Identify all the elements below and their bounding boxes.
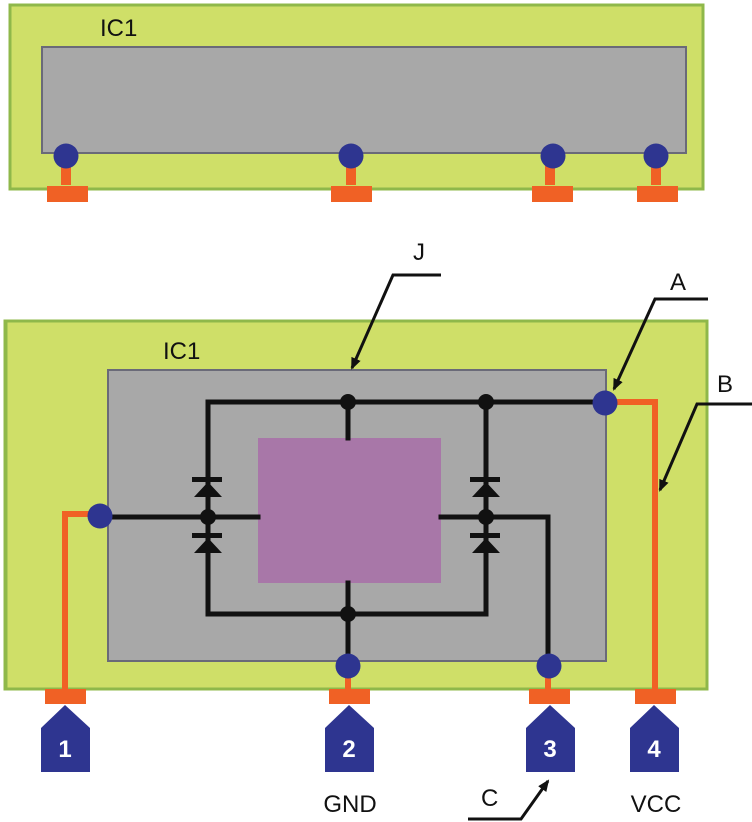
top-pin-4: [637, 143, 678, 202]
top-lead-3: [532, 186, 573, 202]
bond-pad-1: [87, 503, 113, 529]
lead-2: [329, 689, 370, 704]
diode-right-lower: [470, 533, 500, 553]
pin-tag-2[interactable]: 2: [325, 705, 374, 772]
top-pin-1: [47, 143, 88, 202]
top-bond-pad-4: [643, 143, 669, 169]
bond-pads: [87, 390, 618, 679]
top-package-label: IC1: [100, 15, 137, 42]
pin-number-2: 2: [342, 736, 355, 763]
bottom-package-label: IC1: [163, 338, 200, 365]
junction-left-mid: [200, 509, 216, 525]
pin-number-4: 4: [647, 736, 661, 763]
top-lead-4: [637, 186, 678, 202]
top-pin-2: [331, 143, 372, 202]
bond-pad-2: [335, 653, 361, 679]
lead-1: [45, 689, 86, 704]
callout-j: J: [350, 239, 441, 370]
bond-pad-a: [592, 390, 618, 416]
top-die-area: [41, 46, 687, 154]
pin-number-3: 3: [543, 736, 556, 763]
pin-2-name: GND: [323, 791, 376, 818]
pin-number-1: 1: [58, 736, 71, 763]
top-pin-3: [532, 143, 573, 202]
junction-bottom-center: [340, 606, 356, 622]
diode-left-upper: [192, 477, 222, 497]
top-bond-pad-2: [338, 143, 364, 169]
lead-4: [635, 689, 676, 704]
callout-a-label: A: [670, 269, 686, 296]
top-bond-pad-1: [53, 143, 79, 169]
pin-tag-1[interactable]: 1: [41, 705, 90, 772]
callout-b-label: B: [717, 371, 733, 398]
pin-tag-4[interactable]: 4: [630, 705, 679, 772]
pin-4-name: VCC: [631, 791, 682, 818]
diode-right-upper: [470, 477, 500, 497]
junction-top-center: [340, 394, 356, 410]
junction-top-right: [478, 394, 494, 410]
leads: [45, 689, 676, 704]
trace-pin-4: [605, 399, 658, 697]
callout-c: C: [468, 779, 550, 821]
callout-a: A: [612, 269, 708, 391]
top-lead-2: [331, 186, 372, 202]
top-bond-pad-3: [540, 143, 566, 169]
callout-b: B: [658, 371, 752, 492]
junction-right-mid: [478, 509, 494, 525]
callout-c-label: C: [481, 785, 498, 812]
diode-left-lower: [192, 533, 222, 553]
top-lead-1: [47, 186, 88, 202]
wire-right-horizontal: [438, 514, 551, 667]
pin-tag-3[interactable]: 3: [526, 705, 575, 772]
top-package-view: IC1: [8, 3, 705, 202]
chip-die: [258, 438, 441, 583]
callout-j-label: J: [413, 239, 425, 266]
bond-pad-3: [536, 653, 562, 679]
junctions: [200, 394, 494, 622]
lead-3: [529, 689, 570, 704]
